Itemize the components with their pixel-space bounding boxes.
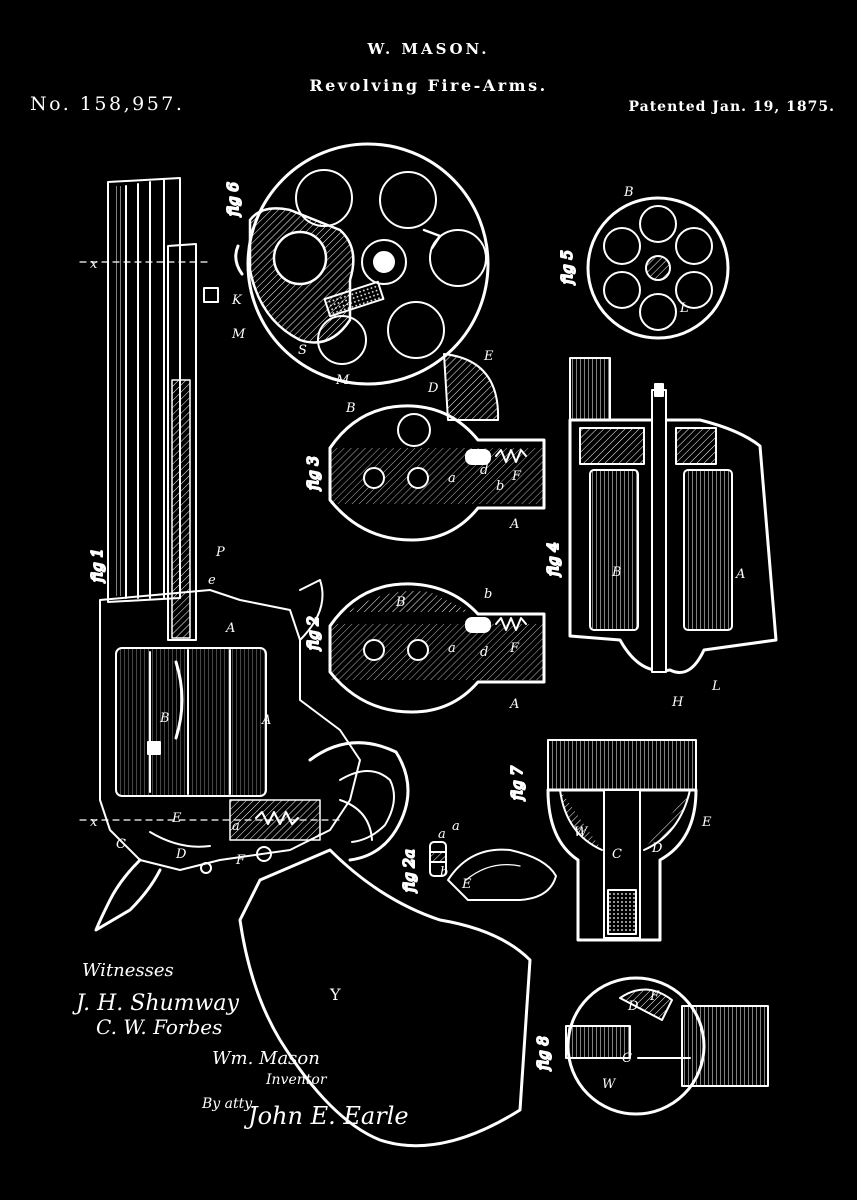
part-label-B-fig3: B bbox=[345, 401, 356, 416]
part-label-a-fig1: a bbox=[232, 819, 240, 834]
part-label-M: M bbox=[231, 327, 246, 342]
part-label-A-fig4: A bbox=[735, 567, 745, 582]
part-label-A-fig2: A bbox=[509, 697, 519, 712]
part-label-x-lower: x bbox=[90, 815, 98, 830]
part-label-A-fig3: A bbox=[509, 517, 519, 532]
part-label-E-fig1: E bbox=[171, 811, 182, 826]
part-label-S-fig6: S bbox=[298, 343, 307, 358]
part-label-B-fig4: B bbox=[611, 565, 622, 580]
part-label-C-fig8: C bbox=[622, 1051, 632, 1066]
part-label-F-fig8: F bbox=[649, 989, 660, 1004]
fig1-label: fig 1 bbox=[88, 548, 106, 583]
inventor-signature: Wm. Mason bbox=[212, 1048, 320, 1069]
fig6-cylinder-drawing bbox=[234, 142, 490, 386]
part-label-b-fig2: b bbox=[484, 587, 492, 602]
part-label-A-fig1: A bbox=[225, 621, 235, 636]
part-label-C-fig1: C bbox=[116, 837, 126, 852]
part-label-W-fig7: W bbox=[574, 825, 589, 840]
part-label-B-fig2: B bbox=[395, 595, 406, 610]
fig5-cylinder-drawing bbox=[586, 196, 730, 340]
attorney-signature: John E. Earle bbox=[243, 1102, 409, 1130]
part-label-W-fig8: W bbox=[602, 1077, 617, 1092]
part-label-d-fig2: d bbox=[480, 645, 488, 660]
part-label-M-fig6: M bbox=[335, 373, 350, 388]
fig5-label: fig 5 bbox=[558, 250, 576, 285]
signature-block: Witnesses J. H. Shumway C. W. Forbes Wm.… bbox=[72, 960, 409, 1130]
part-label-B-fig1: B bbox=[159, 711, 170, 726]
part-label-F-fig2: F bbox=[509, 641, 520, 656]
part-label-Y: Y bbox=[329, 985, 341, 1004]
part-label-H-fig4: H bbox=[671, 695, 684, 710]
part-label-a-fig2: a bbox=[448, 641, 456, 656]
fig1-revolver-drawing bbox=[79, 177, 532, 1148]
part-label-d-fig3: d bbox=[480, 463, 488, 478]
fig4-label: fig 4 bbox=[544, 542, 562, 577]
part-label-D-fig1: D bbox=[175, 847, 187, 862]
part-label-E-fig3: E bbox=[483, 349, 494, 364]
fig4-section-drawing bbox=[568, 357, 778, 674]
fig6-label: fig 6 bbox=[224, 182, 242, 217]
fig2a-detail-drawing bbox=[429, 841, 557, 901]
patent-subject: Revolving Fire-Arms. bbox=[309, 76, 548, 95]
part-label-a-fig3: a bbox=[448, 471, 456, 486]
part-label-D-fig8: D bbox=[627, 999, 639, 1014]
part-label-e: e bbox=[208, 573, 216, 588]
fig3-label: fig 3 bbox=[304, 456, 322, 491]
part-label-K: K bbox=[231, 293, 243, 308]
part-label-L-fig5: L bbox=[679, 301, 689, 316]
part-label-F-fig3: F bbox=[511, 469, 522, 484]
part-label-x: x bbox=[90, 257, 98, 272]
witnesses-label: Witnesses bbox=[82, 960, 174, 981]
fig2a-label: fig 2a bbox=[400, 849, 418, 893]
fig3-section-drawing bbox=[328, 353, 546, 542]
part-label-E-fig2a: E bbox=[461, 877, 472, 892]
fig2-section-drawing bbox=[328, 582, 546, 714]
witness-2-signature: C. W. Forbes bbox=[96, 1015, 222, 1039]
fig2-label: fig 2 bbox=[304, 616, 322, 651]
fig8-section-drawing bbox=[565, 976, 769, 1116]
part-label-P: P bbox=[215, 545, 225, 560]
part-label-L-fig4: L bbox=[711, 679, 721, 694]
patent-number: No. 158,957. bbox=[30, 93, 185, 115]
by-attorney-label: By atty. bbox=[201, 1096, 255, 1112]
part-label-b-fig3: b bbox=[496, 479, 504, 494]
part-label-a-fig2a: a bbox=[438, 827, 446, 842]
part-label-A-fig1b: A bbox=[261, 713, 271, 728]
part-label-B-fig5: B bbox=[623, 185, 634, 200]
part-label-a-fig2a-b: a bbox=[452, 819, 460, 834]
part-label-E-fig7: E bbox=[701, 815, 712, 830]
witness-1-signature: J. H. Shumway bbox=[72, 991, 239, 1016]
part-label-D-fig3: D bbox=[427, 381, 439, 396]
fig8-label: fig 8 bbox=[534, 1036, 552, 1071]
inventor-heading: W. MASON. bbox=[367, 40, 490, 58]
part-label-C-fig7: C bbox=[612, 847, 622, 862]
patent-date: Patented Jan. 19, 1875. bbox=[628, 99, 835, 115]
part-label-b-fig2a: b bbox=[440, 865, 448, 880]
fig7-label: fig 7 bbox=[508, 766, 526, 801]
part-letters: x x K M P e A B A C E D F a Y S M E B D … bbox=[90, 185, 745, 1092]
fig7-section-drawing bbox=[546, 739, 698, 942]
part-label-F-fig1: F bbox=[235, 853, 246, 868]
inventor-title: Inventor bbox=[265, 1072, 328, 1088]
part-label-D-fig7: D bbox=[651, 841, 663, 856]
